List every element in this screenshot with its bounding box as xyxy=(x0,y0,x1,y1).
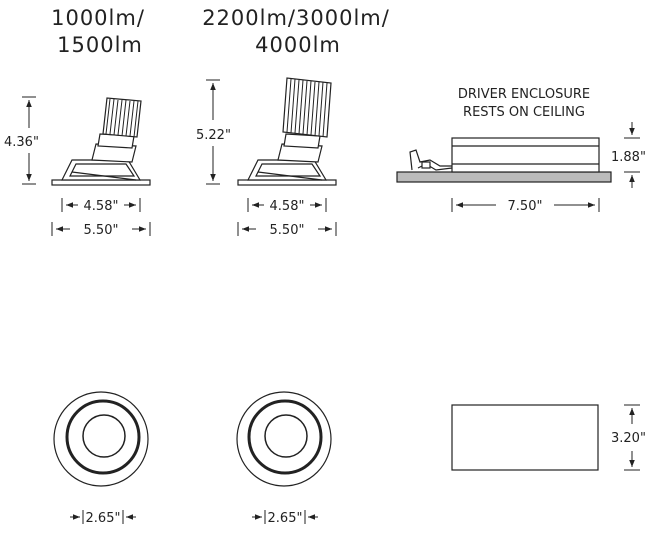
label-trim-large: 2.65" xyxy=(268,511,303,526)
dim-large-height xyxy=(206,79,220,185)
dim-small-inner-width xyxy=(61,198,141,212)
label-small-height: 4.36" xyxy=(4,135,39,150)
label-large-height: 5.22" xyxy=(196,128,231,143)
heading-large-line2: 4000lm xyxy=(255,33,341,57)
dim-trim-large xyxy=(252,510,318,524)
heading-small-line2: 1500lm xyxy=(57,33,143,57)
driver-note-line2: RESTS ON CEILING xyxy=(463,105,585,120)
label-driver-length: 7.50" xyxy=(508,199,543,214)
dim-driver-length xyxy=(451,198,600,212)
label-trim-small: 2.65" xyxy=(86,511,121,526)
dim-large-outer-width xyxy=(237,222,337,236)
driver-enclosure-top-view xyxy=(451,404,599,471)
driver-enclosure-side-view xyxy=(396,137,612,183)
label-large-outer-width: 5.50" xyxy=(270,223,305,238)
fixture-small-side-view xyxy=(51,97,151,186)
dim-large-inner-width xyxy=(247,198,327,212)
label-small-inner-width: 4.58" xyxy=(84,199,119,214)
trim-large-top-view xyxy=(236,391,332,487)
dim-small-outer-width xyxy=(51,222,151,236)
label-driver-width: 3.20" xyxy=(611,431,646,446)
fixture-large-side-view xyxy=(237,77,337,186)
dim-driver-width xyxy=(624,404,640,471)
trim-small-top-view xyxy=(53,391,149,487)
heading-large-line1: 2200lm/3000lm/ xyxy=(202,6,390,30)
dim-driver-height xyxy=(624,122,640,188)
dim-trim-small xyxy=(70,510,136,524)
ceiling-section xyxy=(396,171,612,183)
label-small-outer-width: 5.50" xyxy=(84,223,119,238)
label-large-inner-width: 4.58" xyxy=(270,199,305,214)
heading-small-line1: 1000lm/ xyxy=(51,6,145,30)
dim-small-height xyxy=(22,96,36,185)
label-driver-height: 1.88" xyxy=(611,150,646,165)
driver-note-line1: DRIVER ENCLOSURE xyxy=(458,87,590,102)
